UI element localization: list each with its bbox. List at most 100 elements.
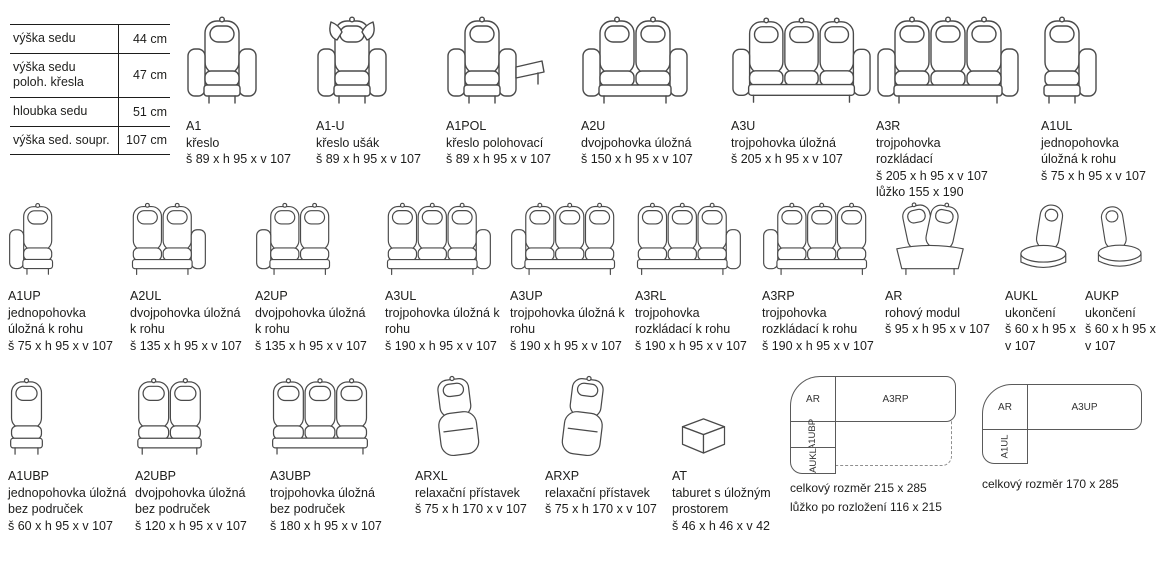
item-dimensions: š 135 x h 95 x v 107 (130, 338, 242, 353)
item-code: A1UP (8, 289, 41, 303)
ottoman-sketch (672, 372, 786, 462)
spec-row-set-height: výška sed. soupr. 107 cm (10, 126, 170, 156)
item-code: A3U (731, 119, 756, 133)
item-code: AR (885, 289, 903, 303)
armchair-sketch (186, 8, 312, 112)
item-name: ukončení (1005, 305, 1056, 320)
item-name: trojpohovka úložná bez područek (270, 485, 375, 517)
module-label: A1UL (999, 434, 1011, 459)
config2-floorplan: AR A3UP A1UL (982, 384, 1142, 464)
item-name: trojpohovka rozkládací k rohu (762, 305, 858, 337)
module-label: AR (806, 393, 820, 405)
spec-table: výška sedu 44 cm výška sedu poloh. křesl… (10, 24, 170, 156)
item-dimensions: š 60 x h 95 x v 107 (8, 518, 113, 533)
item-code: A3RL (635, 289, 667, 303)
sofa-3-arm-right-sketch (385, 196, 506, 282)
wing-chair-sketch (316, 8, 442, 112)
spec-value: 107 cm (118, 126, 170, 155)
corner-configuration-1: AR A3RP A1UBP AUKL celkový rozměr 215 x … (790, 372, 982, 516)
config2-corner-module: AR (982, 384, 1028, 430)
item-dimensions: š 89 x h 95 x v 107 (316, 152, 421, 166)
item-name: ukončení (1085, 305, 1136, 320)
corner-configuration-2: AR A3UP A1UL celkový rozměr 170 x 285 (982, 372, 1152, 493)
item-dimensions: š 150 x h 95 x v 107 (581, 152, 693, 166)
spec-label: výška sedu poloh. křesla (13, 59, 84, 90)
item-dimensions: š 135 x h 95 x v 107 (255, 338, 367, 353)
storage-sofa-2-sketch (581, 8, 727, 112)
sofa-2-arm-right-sketch (130, 196, 251, 282)
item-name: křeslo (186, 135, 220, 150)
seat-1-armless-sketch (8, 372, 131, 462)
item-code: A3UBP (270, 469, 311, 483)
item-name: trojpohovka rozkládací k rohu (635, 305, 731, 337)
config2-sofa-module: A3UP (1027, 384, 1142, 430)
folding-sofa-3-arm-right-sketch (635, 196, 758, 282)
item-code: A1POL (446, 119, 487, 133)
folding-sofa-3-sketch (876, 8, 1037, 112)
item-extra-dimensions: lůžko 155 x 190 (876, 185, 964, 199)
item-name: jednopohovka úložná bez područek (8, 485, 127, 517)
spec-row-seat-depth: hloubka sedu 51 cm (10, 97, 170, 127)
item-name: rohový modul (885, 305, 961, 320)
item-dimensions: š 190 x h 95 x v 107 (385, 338, 497, 353)
config1-end-module: AUKL (790, 447, 836, 474)
item-dimensions: š 89 x h 95 x v 107 (186, 152, 291, 166)
item-dimensions: š 205 x h 95 x v 107 (731, 152, 843, 166)
spec-value: 47 cm (118, 53, 170, 97)
chaise-left-sketch (415, 372, 541, 462)
item-code: A1UBP (8, 469, 49, 483)
reclining-armchair-sketch (446, 8, 577, 112)
item-code: A3UP (510, 289, 543, 303)
item-code: A2UP (255, 289, 288, 303)
item-name: trojpohovka úložná k rohu (385, 305, 500, 337)
item-name: křeslo polohovací (446, 135, 544, 150)
sofa-3-armless-sketch (270, 372, 411, 462)
item-name: jednopohovka úložná k rohu (1041, 135, 1119, 167)
item-dimensions: š 205 x h 95 x v 107 (876, 168, 988, 183)
item-dimensions: š 60 x h 95 x v 107 (1085, 322, 1156, 353)
module-label: AR (998, 401, 1012, 413)
module-label: A3UP (1071, 401, 1098, 413)
item-code: ARXP (545, 469, 580, 483)
module-label: AUKL (807, 448, 819, 473)
item-code: A3RP (762, 289, 795, 303)
item-name: trojpohovka úložná (731, 135, 836, 150)
folding-sofa-3-arm-left-sketch (762, 196, 881, 282)
item-dimensions: š 75 x h 170 x v 107 (415, 502, 527, 516)
seat-1-arm-left-sketch (8, 196, 126, 282)
catalog-item-A3U: A3U trojpohovka úložná š 205 x h 95 x v 10… (731, 8, 876, 168)
item-name: relaxační přístavek (545, 485, 650, 500)
spec-label: výška sed. soupr. (13, 132, 110, 147)
item-dimensions: š 46 x h 46 x v 42 (672, 518, 770, 533)
item-name: dvojpohovka úložná (581, 135, 692, 150)
end-unit-left-sketch (1005, 196, 1081, 282)
config1-bed-size: lůžko po rozložení 116 x 215 (790, 499, 942, 514)
spec-label: hloubka sedu (13, 103, 88, 118)
item-code: A1-U (316, 119, 345, 133)
item-code: A1 (186, 119, 202, 133)
catalog-item-A1: A1 křeslo š 89 x h 95 x v 107 (186, 8, 316, 168)
item-name: relaxační přístavek (415, 485, 520, 500)
item-code: A3R (876, 119, 901, 133)
item-name: trojpohovka úložná k rohu (510, 305, 625, 337)
item-code: A1UL (1041, 119, 1073, 133)
item-name: jednopohovka úložná k rohu (8, 305, 86, 337)
config1-seat-module: A1UBP (790, 419, 836, 450)
